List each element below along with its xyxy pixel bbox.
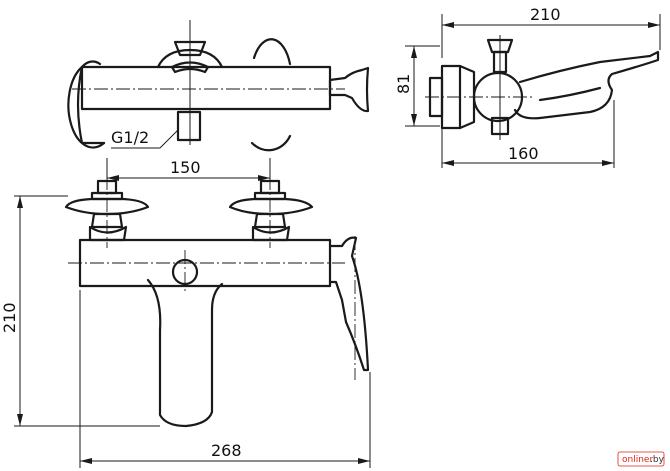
side-view: 210 81 160: [394, 5, 661, 168]
onliner-watermark: onliner .by: [617, 451, 665, 467]
thread-label: G1/2: [111, 128, 149, 147]
dimension-front-height: 210: [0, 302, 19, 333]
dimension-side-height: 81: [394, 74, 413, 94]
top-view: G1/2: [67, 20, 370, 152]
watermark-domain: .by: [650, 455, 665, 465]
front-view: 150 210: [0, 158, 371, 468]
watermark-brand: onliner: [622, 455, 653, 465]
dimension-top-width: 210: [530, 5, 561, 24]
dimension-center-distance: 150: [170, 158, 201, 177]
dimension-front-width: 268: [211, 441, 242, 460]
dimension-spout-length: 160: [508, 144, 539, 163]
